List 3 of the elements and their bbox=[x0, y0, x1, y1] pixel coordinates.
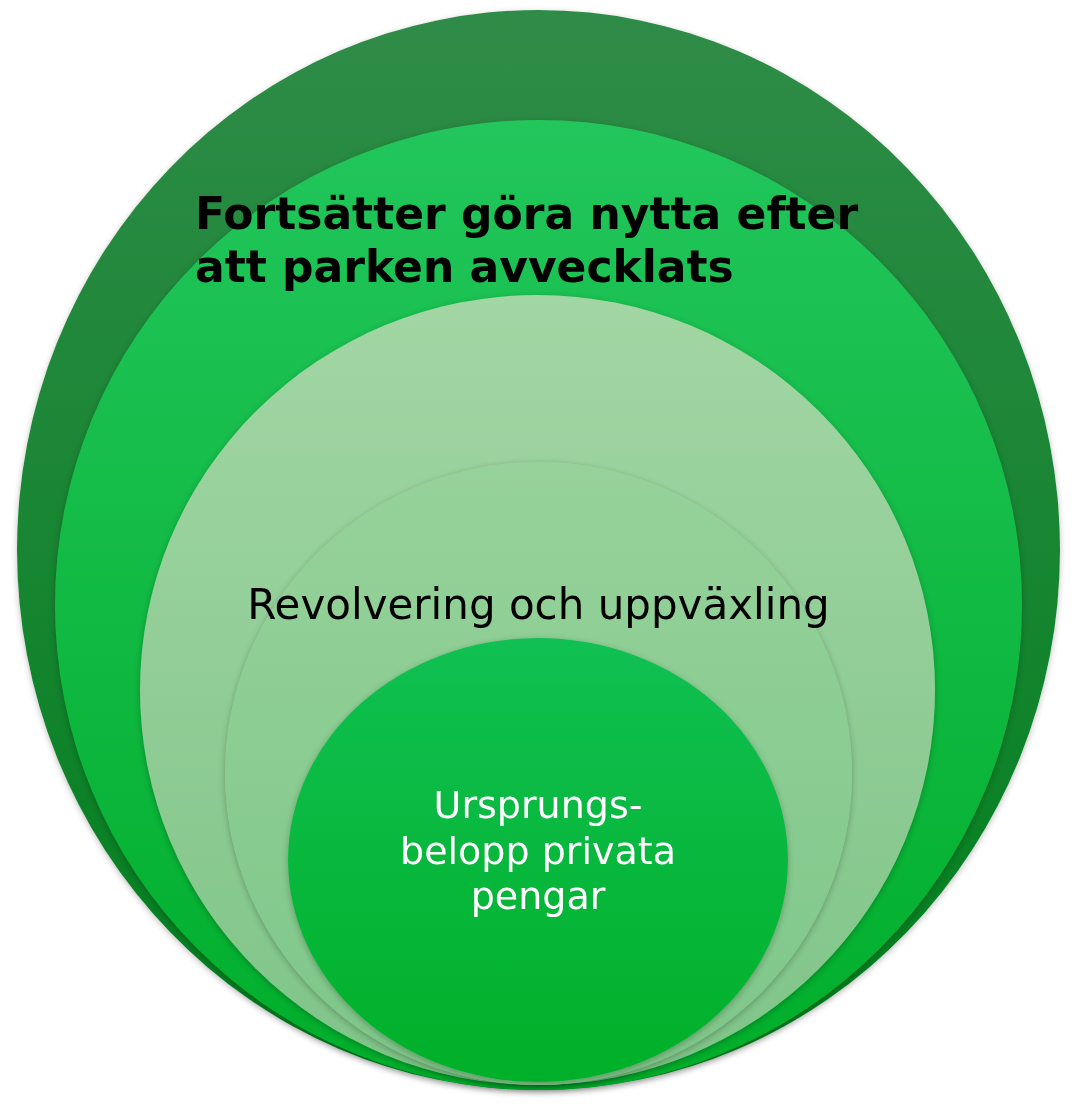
circle-label: Fortsätter göra nytta efter att parken avvecklats bbox=[195, 188, 860, 294]
circle-label: Ursprungs- belopp privata pengar bbox=[399, 783, 677, 920]
circle-label: Revolvering och uppväxling bbox=[246, 580, 831, 631]
